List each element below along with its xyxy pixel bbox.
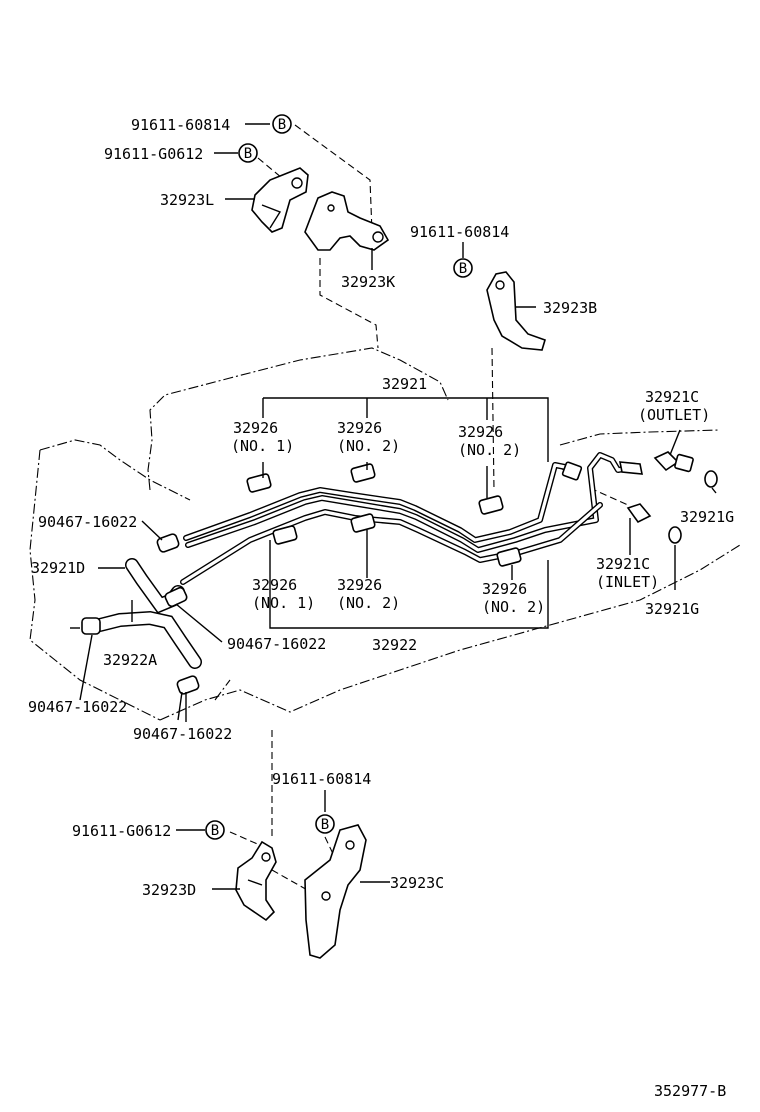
label-sleeve-l3-no: (NO. 2) — [482, 598, 545, 616]
label-bolt-top-2: 91611-G0612 — [104, 145, 203, 163]
label-bracket-k: 32923K — [341, 273, 395, 291]
label-bolt-top-1: 91611-60814 — [131, 116, 230, 134]
label-bolt-bot-1: 91611-60814 — [272, 770, 371, 788]
label-sleeve-l3: 32926 — [482, 580, 527, 598]
union-fitting-upper — [561, 461, 583, 481]
drawing-number: 352977-B — [654, 1082, 726, 1100]
bolt-ref-marker: B — [272, 114, 292, 134]
label-sleeve-u2: 32926 — [337, 419, 382, 437]
label-sleeve-l1-no: (NO. 1) — [252, 594, 315, 612]
bolt-ref-marker: B — [205, 820, 225, 840]
bracket-32923l — [251, 167, 309, 233]
hose-clips — [70, 533, 200, 721]
hose-32922a — [93, 610, 202, 669]
part-labels: 91611-60814 91611-G0612 32923L 32923K 91… — [28, 116, 734, 1100]
svg-text:B: B — [321, 817, 329, 833]
gasket-1 — [704, 470, 718, 488]
label-bracket-c: 32923C — [390, 874, 444, 892]
label-sleeve-u3-no: (NO. 2) — [458, 441, 521, 459]
label-clip-1: 90467-16022 — [38, 513, 137, 531]
label-sleeve-u2-no: (NO. 2) — [337, 437, 400, 455]
leader-lines — [79, 123, 717, 890]
label-clip-2: 90467-16022 — [227, 635, 326, 653]
label-bolt-mid: 91611-60814 — [410, 223, 509, 241]
bracket-32923b — [486, 271, 546, 351]
label-sleeve-u3: 32926 — [458, 423, 503, 441]
label-gasket-2: 32921G — [645, 600, 699, 618]
svg-text:B: B — [211, 823, 219, 839]
sleeves — [246, 463, 522, 567]
label-hose-d: 32921D — [31, 559, 85, 577]
body-outline — [29, 347, 741, 721]
label-union-inlet: 32921C — [596, 555, 650, 573]
svg-text:B: B — [459, 261, 467, 277]
label-union-outlet: 32921C — [645, 388, 699, 406]
pipe-32922 — [180, 502, 603, 585]
union-outlet — [619, 451, 694, 475]
label-hose-a: 32922A — [103, 651, 157, 669]
bracket-32923d — [235, 840, 277, 922]
union-inlet — [626, 503, 652, 524]
label-bracket-l: 32923L — [160, 191, 214, 209]
label-pipe-upper: 32921 — [382, 375, 427, 393]
label-union-outlet-note: (OUTLET) — [638, 406, 710, 424]
bolt-ref-marker: B — [315, 814, 335, 834]
svg-text:B: B — [278, 117, 286, 133]
bracket-32923k — [304, 191, 390, 251]
label-gasket-1: 32921G — [680, 508, 734, 526]
label-sleeve-l1: 32926 — [252, 576, 297, 594]
label-bracket-b: 32923B — [543, 299, 597, 317]
label-sleeve-l2-no: (NO. 2) — [337, 594, 400, 612]
label-union-inlet-note: (INLET) — [596, 573, 659, 591]
label-pipe-lower: 32922 — [372, 636, 417, 654]
label-clip-3: 90467-16022 — [28, 698, 127, 716]
label-sleeve-u1: 32926 — [233, 419, 278, 437]
bolt-ref-marker: B — [453, 258, 473, 278]
label-bolt-bot-2: 91611-G0612 — [72, 822, 171, 840]
gasket-2 — [668, 526, 682, 544]
label-clip-4: 90467-16022 — [133, 725, 232, 743]
label-sleeve-l2: 32926 — [337, 576, 382, 594]
bolt-ref-marker: B — [238, 143, 258, 163]
bracket-32923c — [304, 824, 367, 959]
label-bracket-d: 32923D — [142, 881, 196, 899]
svg-text:B: B — [244, 146, 252, 162]
pipe-32921 — [183, 452, 633, 553]
label-sleeve-u1-no: (NO. 1) — [231, 437, 294, 455]
